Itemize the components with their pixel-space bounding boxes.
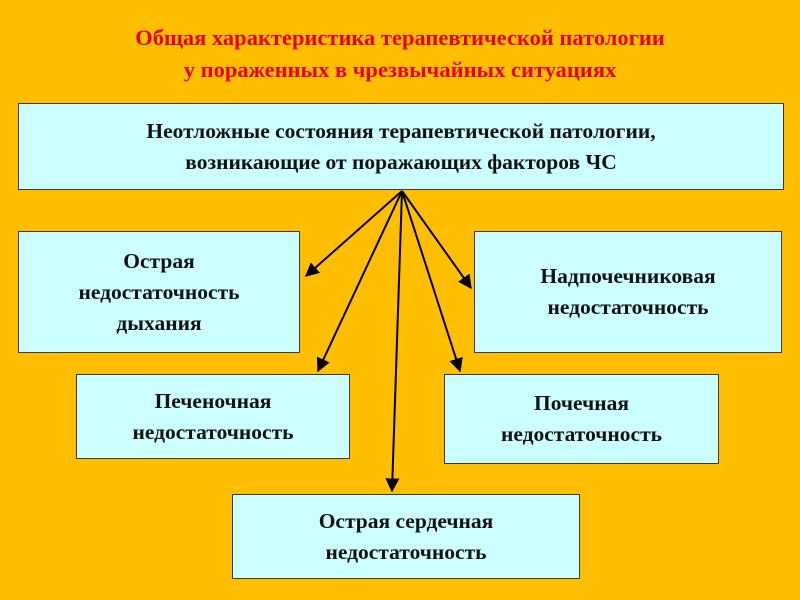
heart-line-1: Острая сердечная bbox=[318, 508, 494, 533]
breath-line-3: дыхания bbox=[116, 310, 202, 335]
breath-line-2: недостаточность bbox=[78, 279, 240, 304]
box-liver-failure: Печеночная недостаточность bbox=[76, 374, 350, 459]
title-line-1: Общая характеристика терапевтической пат… bbox=[135, 25, 665, 50]
arrow-to-breath bbox=[304, 190, 403, 277]
arrow-to-liver bbox=[316, 190, 403, 373]
liver-line-1: Печеночная bbox=[154, 388, 272, 413]
adrenal-line-2: недостаточность bbox=[547, 295, 709, 319]
arrow-to-kidney bbox=[401, 190, 463, 373]
root-box-emergency-states: Неотложные состояния терапевтической пат… bbox=[18, 103, 784, 190]
liver-line-2: недостаточность bbox=[132, 419, 294, 444]
kidney-line-2: недостаточность bbox=[500, 422, 663, 446]
title-line-2: у пораженных в чрезвычайных ситуациях bbox=[183, 57, 617, 82]
box-kidney-failure: Почечная недостаточность bbox=[444, 374, 719, 464]
breath-line-1: Острая bbox=[123, 248, 195, 273]
arrow-to-heart bbox=[385, 190, 403, 493]
arrow-to-adrenal bbox=[401, 190, 472, 290]
page-title: Общая характеристика терапевтической пат… bbox=[0, 22, 800, 86]
box-heart-failure: Острая сердечная недостаточность bbox=[232, 494, 580, 579]
adrenal-line-1: Надпочечниковая bbox=[540, 264, 716, 288]
kidney-line-1: Почечная bbox=[534, 391, 629, 415]
root-line-1: Неотложные состояния терапевтической пат… bbox=[146, 118, 656, 143]
heart-line-2: недостаточность bbox=[325, 539, 487, 564]
box-adrenal-insufficiency: Надпочечниковая недостаточность bbox=[474, 231, 782, 353]
root-line-2: возникающие от поражающих факторов ЧС bbox=[185, 149, 617, 174]
box-respiratory-failure: Острая недостаточность дыхания bbox=[18, 231, 300, 353]
